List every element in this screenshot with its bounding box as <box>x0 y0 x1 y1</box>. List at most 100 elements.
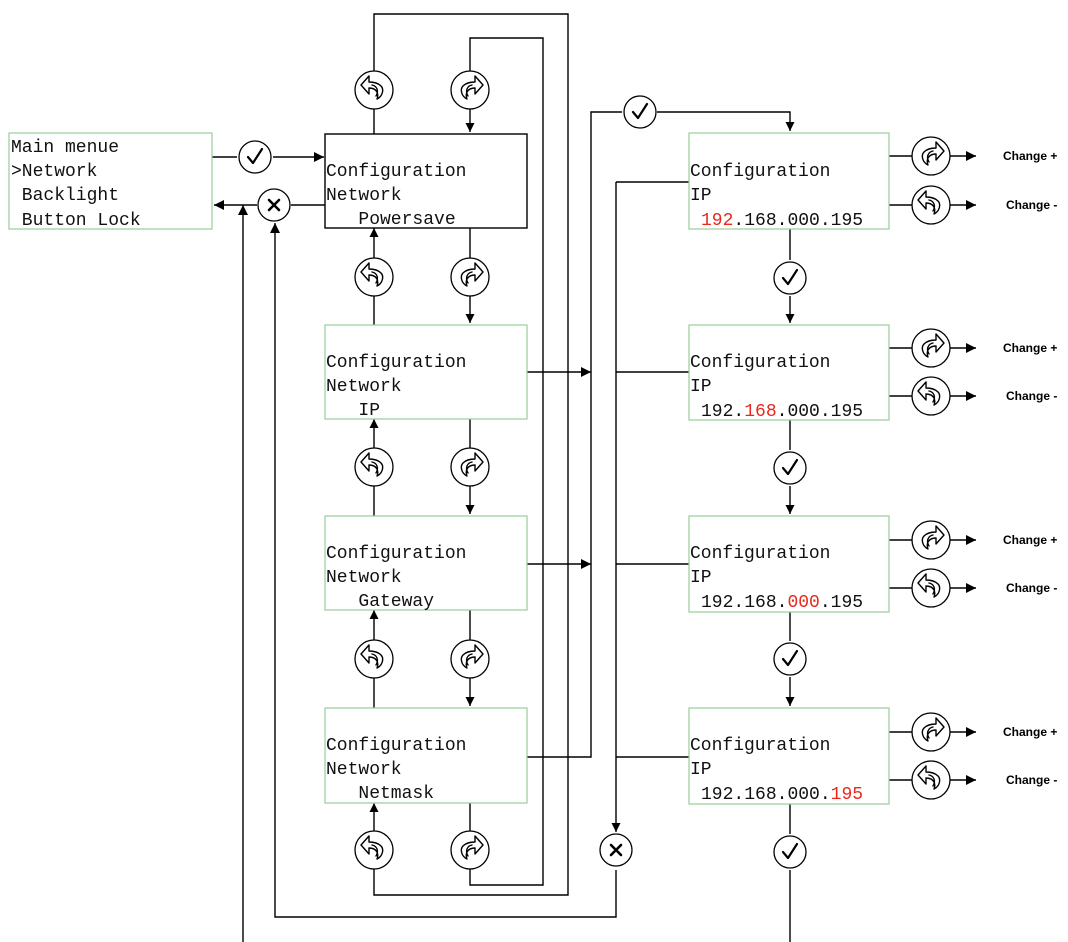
main-menu-line-3: Backlight <box>11 186 119 206</box>
ip-octet: 000 <box>787 785 819 805</box>
config-screen-item: Powersave <box>326 210 456 230</box>
ip-octet: 195 <box>831 211 863 231</box>
ip-octet-selected: 000 <box>787 593 819 613</box>
change-stubs <box>889 151 976 785</box>
ip-address-value: 192.168.000.195 <box>701 402 863 422</box>
ip-address-value: 192.168.000.195 <box>701 785 863 805</box>
rotate-counterclockwise-icon[interactable] <box>911 760 951 800</box>
ip-screen-label: IP <box>690 760 712 780</box>
change-minus-label: Change - <box>1006 198 1057 212</box>
change-minus-label: Change - <box>1006 581 1057 595</box>
ip-dot: . <box>733 593 744 613</box>
config-screen-title: Configuration <box>326 544 466 564</box>
rotate-clockwise-icon[interactable] <box>450 257 490 297</box>
ip-dot: . <box>733 785 744 805</box>
main-menu-line-1: Main menue <box>11 138 119 158</box>
ip-octet: 168 <box>744 785 776 805</box>
rotate-clockwise-icon[interactable] <box>450 70 490 110</box>
ip-octet: 000 <box>787 402 819 422</box>
config-screen-gateway: Configuration Network Gateway <box>324 515 528 612</box>
ip-dot: . <box>820 211 831 231</box>
rotate-clockwise-icon[interactable] <box>911 328 951 368</box>
main-menu-line-2: >Network <box>11 162 97 182</box>
change-plus-label: Change + <box>1003 533 1057 547</box>
rotate-counterclockwise-icon[interactable] <box>911 568 951 608</box>
cross-icon[interactable] <box>598 832 634 868</box>
checkmark-icon[interactable] <box>772 260 808 296</box>
ip-octet: 195 <box>831 402 863 422</box>
checkmark-icon[interactable] <box>622 94 658 130</box>
ip-dot: . <box>820 785 831 805</box>
checkmark-icon[interactable] <box>772 450 808 486</box>
ip-screen-title: Configuration <box>690 162 830 182</box>
ip-octet-selected: 195 <box>831 785 863 805</box>
config-screen-title: Configuration <box>326 353 466 373</box>
config-screen-ip: Configuration Network IP <box>324 324 528 421</box>
rotate-counterclockwise-icon[interactable] <box>911 376 951 416</box>
ip-dot: . <box>733 211 744 231</box>
ip-address-value: 192.168.000.195 <box>701 593 863 613</box>
config-screen-category: Network <box>326 377 402 397</box>
rotate-clockwise-icon[interactable] <box>911 712 951 752</box>
rotate-counterclockwise-icon[interactable] <box>354 830 394 870</box>
rotate-counterclockwise-icon[interactable] <box>354 70 394 110</box>
rotate-clockwise-icon[interactable] <box>911 136 951 176</box>
rotate-counterclockwise-icon[interactable] <box>354 257 394 297</box>
ip-screen-octet-4: Configuration IP 192.168.000.195 <box>688 707 890 805</box>
change-minus-label: Change - <box>1006 773 1057 787</box>
ip-octet: 000 <box>787 211 819 231</box>
ip-address-value: 192.168.000.195 <box>701 211 863 231</box>
ip-screen-octet-2: Configuration IP 192.168.000.195 <box>688 324 890 422</box>
config-screen-item: Gateway <box>326 592 434 612</box>
config-screen-netmask: Configuration Network Netmask <box>324 707 528 804</box>
config-screen-item: Netmask <box>326 784 434 804</box>
rotate-clockwise-icon[interactable] <box>450 830 490 870</box>
rotate-clockwise-icon[interactable] <box>450 639 490 679</box>
checkmark-icon[interactable] <box>772 641 808 677</box>
ip-screen-octet-1: Configuration IP 192.168.000.195 <box>688 132 890 231</box>
ip-dot: . <box>777 211 788 231</box>
config-screen-item: IP <box>326 401 380 421</box>
config-screen-title: Configuration <box>326 162 466 182</box>
ip-dot: . <box>777 402 788 422</box>
ip-screen-label: IP <box>690 377 712 397</box>
ip-screen-title: Configuration <box>690 736 830 756</box>
change-plus-label: Change + <box>1003 725 1057 739</box>
cross-icon[interactable] <box>256 187 292 223</box>
connection-lines <box>212 13 976 942</box>
rotate-clockwise-icon[interactable] <box>911 520 951 560</box>
ip-screen-title: Configuration <box>690 353 830 373</box>
main-menu-line-4: Button Lock <box>11 211 141 231</box>
ip-octet: 192 <box>701 593 733 613</box>
checkmark-icon[interactable] <box>772 834 808 870</box>
rotate-counterclockwise-icon[interactable] <box>354 447 394 487</box>
rotate-counterclockwise-icon[interactable] <box>354 639 394 679</box>
ip-dot: . <box>777 785 788 805</box>
rotate-counterclockwise-icon[interactable] <box>911 185 951 225</box>
ip-octet: 168 <box>744 593 776 613</box>
ip-octet: 195 <box>831 593 863 613</box>
ip-octet: 192 <box>701 402 733 422</box>
ip-dot: . <box>820 593 831 613</box>
change-minus-label: Change - <box>1006 389 1057 403</box>
ip-screen-label: IP <box>690 186 712 206</box>
config-screen-title: Configuration <box>326 736 466 756</box>
ip-screen-title: Configuration <box>690 544 830 564</box>
change-plus-label: Change + <box>1003 341 1057 355</box>
checkmark-icon[interactable] <box>237 139 273 175</box>
ip-octet: 192 <box>701 785 733 805</box>
config-screen-powersave: Configuration Network Powersave <box>324 133 528 230</box>
config-screen-category: Network <box>326 568 402 588</box>
ip-dot: . <box>777 593 788 613</box>
ip-screen-octet-3: Configuration IP 192.168.000.195 <box>688 515 890 613</box>
config-screen-category: Network <box>326 760 402 780</box>
config-screen-category: Network <box>326 186 402 206</box>
change-plus-label: Change + <box>1003 149 1057 163</box>
ip-octet-selected: 192 <box>701 211 733 231</box>
ip-dot: . <box>820 402 831 422</box>
ip-dot: . <box>733 402 744 422</box>
main-menu-screen: Main menue >Network Backlight Button Loc… <box>8 132 213 231</box>
ip-octet: 168 <box>744 211 776 231</box>
rotate-clockwise-icon[interactable] <box>450 447 490 487</box>
